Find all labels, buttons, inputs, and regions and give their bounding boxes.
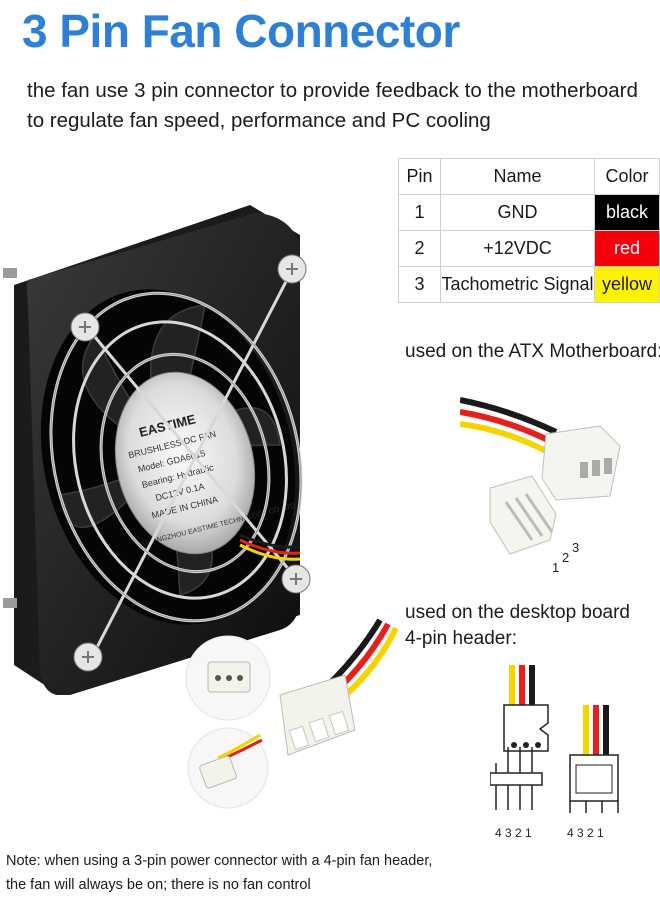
subtitle: the fan use 3 pin connector to provide f… (27, 76, 647, 136)
atx-pin-number: 3 (572, 540, 579, 555)
page-title: 3 Pin Fan Connector (22, 5, 460, 57)
subtitle-line-2: to regulate fan speed, performance and P… (27, 109, 491, 132)
table-row: 3 Tachometric Signal yellow (398, 266, 660, 303)
desktop-label-line-1: used on the desktop board (405, 602, 631, 623)
pin-number: 1 (398, 194, 441, 231)
pin-name: +12VDC (440, 230, 595, 267)
screw-icon (3, 598, 17, 608)
pin-number: 2 (398, 230, 441, 267)
color-swatch: yellow (594, 266, 660, 303)
color-swatch: black (594, 194, 660, 231)
table-row: 1 GND black (398, 194, 660, 231)
atx-pin-number: 1 (552, 560, 559, 575)
screw-icon (3, 268, 17, 278)
atx-pin-number: 2 (562, 550, 569, 565)
color-swatch: red (594, 230, 660, 267)
header-right (569, 705, 619, 813)
pin-table-header-row: Pin Name Color (398, 158, 660, 195)
pin-name: GND (440, 194, 595, 231)
male-header (489, 475, 557, 555)
plug-icon (199, 755, 237, 789)
female-connector (541, 425, 621, 501)
header-left (490, 665, 549, 810)
table-row: 2 +12VDC red (398, 230, 660, 267)
header-pin-numbers-right: 4 3 2 1 (567, 826, 604, 840)
desktop-label-line-2: 4-pin header: (405, 628, 517, 649)
corner-screws (70, 254, 311, 672)
atx-connector-illustration: 1 2 3 (460, 397, 621, 575)
connector-photos (185, 618, 399, 809)
header-name: Name (440, 158, 595, 195)
pin-name: Tachometric Signal (440, 266, 595, 303)
header-diagram (490, 665, 619, 813)
subtitle-line-1: the fan use 3 pin connector to provide f… (27, 79, 638, 102)
atx-label: used on the ATX Motherboard: (405, 341, 660, 362)
pin-table: Pin Name Color 1 GND black 2 +12VDC red … (398, 158, 660, 303)
header-pin: Pin (398, 158, 441, 195)
note: Note: when using a 3-pin power connector… (6, 849, 446, 897)
header-pin-numbers-left: 4 3 2 1 (495, 826, 532, 840)
fan-hub-label (114, 371, 256, 555)
header-color: Color (594, 158, 660, 195)
note-line-1: Note: when using a 3-pin power connector… (6, 853, 433, 869)
fan-illustration: EASTIME BRUSHLESS DC FAN Model: GDA6015 … (3, 205, 311, 695)
pin-number: 3 (398, 266, 441, 303)
desktop-label: used on the desktop board 4-pin header: (405, 600, 630, 652)
fan-plug (279, 674, 356, 756)
note-line-2: the fan will always be on; there is no f… (6, 877, 311, 893)
